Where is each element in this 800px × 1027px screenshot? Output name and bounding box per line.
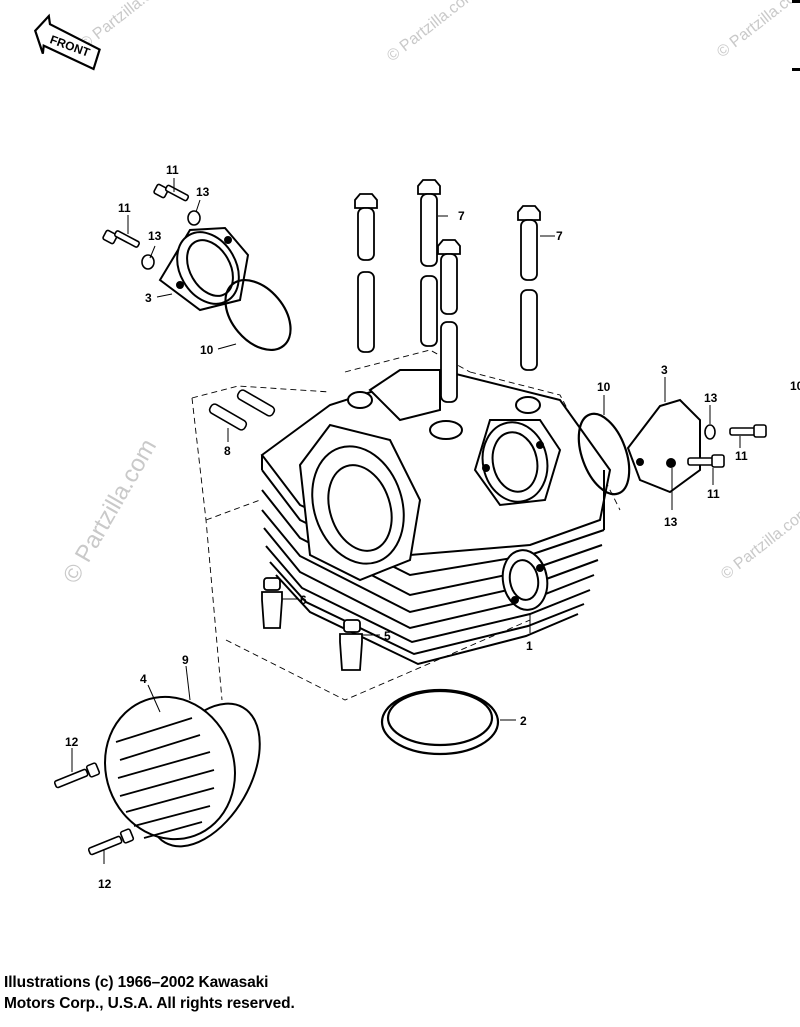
intake-cover — [158, 226, 250, 312]
cover-bolts-left — [102, 183, 201, 270]
callout-7-right: 7 — [556, 229, 563, 243]
valve-guides — [261, 577, 363, 671]
callout-13-d: 13 — [664, 515, 678, 529]
edge-mark-top — [792, 0, 800, 3]
cylinder-head — [260, 368, 612, 666]
tappet-cover-screws — [53, 762, 135, 856]
head-gasket-ring — [380, 688, 500, 756]
callout-6: 6 — [300, 593, 307, 607]
stud-pins — [208, 389, 276, 431]
o-ring-left — [224, 278, 292, 352]
callout-10-left: 10 — [200, 343, 214, 357]
callout-7-left: 7 — [458, 209, 465, 223]
callout-1: 1 — [526, 639, 533, 653]
head-bolts — [354, 179, 541, 403]
callout-9: 9 — [182, 653, 189, 667]
cover-bolts-right — [687, 424, 767, 468]
callout-12-b: 12 — [98, 877, 112, 891]
callout-13-b: 13 — [148, 229, 162, 243]
callout-labels: 1 2 3 3 4 5 6 7 7 8 9 10 10 10 11 11 11 … — [65, 163, 800, 891]
callout-10-right: 10 — [597, 380, 611, 394]
callout-2: 2 — [520, 714, 527, 728]
callout-8: 8 — [224, 444, 231, 458]
callout-11-d: 11 — [707, 487, 720, 501]
callout-3-right: 3 — [661, 363, 668, 377]
callout-11-a: 11 — [166, 163, 179, 177]
watermark-top-mid: © Partzilla.com — [384, 0, 479, 65]
front-arrow: FRONT — [33, 13, 101, 71]
tappet-cover — [104, 695, 261, 848]
watermark-left-vertical: © Partzilla.com — [58, 434, 162, 588]
callout-11-b: 11 — [118, 201, 131, 215]
callout-11-c: 11 — [735, 449, 748, 463]
copyright-line-2: Motors Corp., U.S.A. All rights reserved… — [4, 995, 295, 1012]
callout-5: 5 — [384, 629, 391, 643]
copyright-line-1: Illustrations (c) 1966–2002 Kawasaki — [4, 974, 269, 991]
callout-3-left: 3 — [145, 291, 152, 305]
callout-13-c: 13 — [704, 391, 718, 405]
leader-lines — [71, 178, 741, 864]
copyright-notice: Illustrations (c) 1966–2002 Kawasaki Mot… — [4, 972, 295, 1014]
callout-10-edge: 10 — [790, 379, 800, 393]
callout-13-a: 13 — [196, 185, 210, 199]
watermark-top-right: © Partzilla.com — [714, 0, 800, 61]
callout-4: 4 — [140, 672, 147, 686]
o-ring-right — [577, 412, 631, 496]
callout-12-a: 12 — [65, 735, 79, 749]
watermark-mid-right: © Partzilla.com — [718, 503, 800, 583]
exhaust-cover — [626, 398, 701, 494]
edge-mark-middle — [792, 68, 800, 71]
